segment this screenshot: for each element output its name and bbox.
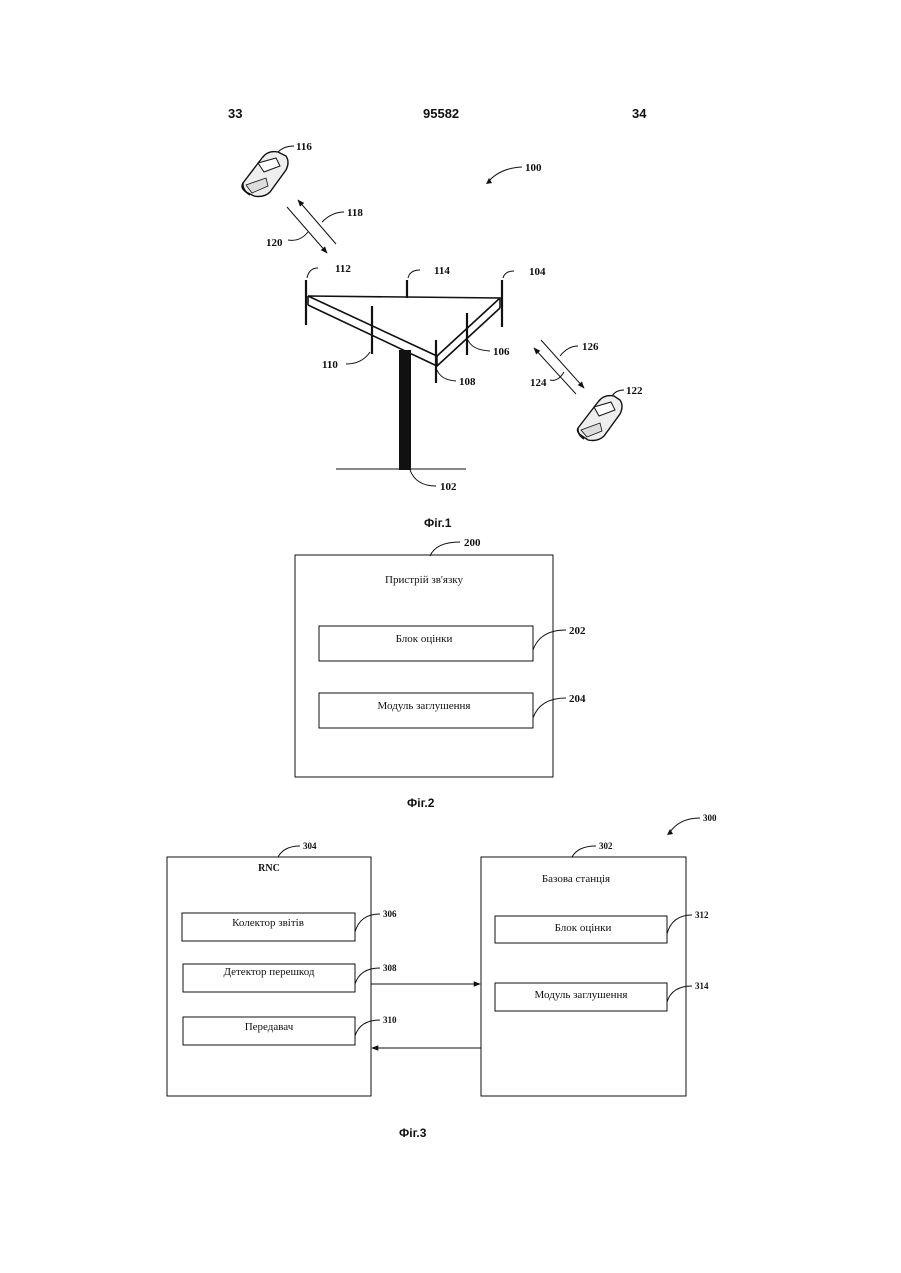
ref-leader-200 — [430, 542, 460, 556]
ref-leader-306 — [355, 914, 380, 932]
ref-leader-202 — [533, 630, 566, 650]
ref-306: 306 — [383, 909, 397, 919]
ref-126: 126 — [582, 341, 599, 353]
bs-estimation-block-label: Блок оцінки — [555, 922, 612, 934]
ref-leader-120 — [288, 232, 308, 240]
ref-110: 110 — [322, 359, 338, 371]
ref-116: 116 — [296, 141, 312, 153]
mobile-phone-116-icon — [242, 152, 288, 197]
ref-122: 122 — [626, 385, 643, 397]
ref-leader-310 — [355, 1020, 380, 1036]
uplink-arrow-118 — [298, 200, 336, 244]
ref-leader-314 — [667, 986, 692, 1002]
fig3-diagram: 300 304 RNC Колектор звітів 306 Детектор… — [167, 813, 717, 1140]
ref-120: 120 — [266, 237, 283, 249]
ref-108: 108 — [459, 376, 476, 388]
fig1-caption: Фіг.1 — [424, 516, 452, 530]
ref-leader-204 — [533, 698, 566, 718]
ref-leader-102 — [410, 470, 436, 486]
ref-leader-108 — [437, 370, 456, 381]
ref-114: 114 — [434, 265, 450, 277]
page-number-right: 34 — [632, 106, 647, 121]
page-number-left: 33 — [228, 106, 242, 121]
fig2-caption: Фіг.2 — [407, 796, 435, 810]
ref-124: 124 — [530, 377, 547, 389]
mobile-phone-122-icon — [578, 396, 623, 441]
fig2-diagram: 200 Пристрій зв'язку Блок оцінки 202 Мод… — [295, 537, 586, 810]
ref-leader-308 — [355, 968, 380, 984]
ref-308: 308 — [383, 963, 397, 973]
ref-leader-122 — [612, 390, 624, 396]
bs-suppression-module-label: Модуль заглушення — [535, 989, 628, 1001]
ref-302: 302 — [599, 841, 613, 851]
estimation-block-label: Блок оцінки — [396, 633, 453, 645]
base-station-box — [481, 857, 686, 1096]
interference-detector-label: Детектор перешкод — [223, 966, 314, 978]
ref-leader-312 — [667, 915, 692, 934]
ref-202: 202 — [569, 625, 586, 637]
ref-310: 310 — [383, 1015, 397, 1025]
ref-100: 100 — [525, 162, 542, 174]
ref-304: 304 — [303, 841, 317, 851]
ref-leader-110 — [346, 352, 370, 364]
ref-118: 118 — [347, 207, 363, 219]
downlink-arrow-124 — [541, 340, 584, 388]
ref-leader-112 — [307, 268, 318, 278]
ref-leader-114 — [408, 270, 420, 278]
rnc-title: RNC — [258, 863, 280, 874]
ref-106: 106 — [493, 346, 510, 358]
patent-number: 95582 — [423, 106, 459, 121]
transmitter-label: Передавач — [245, 1021, 294, 1033]
ref-leader-300 — [670, 818, 700, 832]
downlink-arrow-120 — [287, 207, 327, 253]
ref-leader-104 — [503, 271, 514, 278]
ref-200: 200 — [464, 537, 481, 549]
ref-300: 300 — [703, 813, 717, 823]
ref-314: 314 — [695, 981, 709, 991]
base-station-title: Базова станція — [542, 873, 610, 885]
ref-leader-106 — [468, 340, 490, 351]
ref-204: 204 — [569, 693, 586, 705]
ref-104: 104 — [529, 266, 546, 278]
tower-mast — [399, 350, 411, 470]
ref-leader-116 — [278, 146, 294, 152]
ref-102: 102 — [440, 481, 457, 493]
report-collector-label: Колектор звітів — [232, 917, 304, 929]
ref-leader-304 — [278, 846, 300, 857]
suppression-module-label: Модуль заглушення — [378, 700, 471, 712]
ref-leader-126 — [560, 346, 578, 356]
communication-device-box — [295, 555, 553, 777]
ref-312: 312 — [695, 910, 709, 920]
fig3-caption: Фіг.3 — [399, 1126, 427, 1140]
ref-leader-118 — [322, 212, 344, 222]
fig1-diagram: 100 116 118 120 — [242, 141, 643, 530]
ref-leader-302 — [572, 846, 596, 857]
communication-device-title: Пристрій зв'язку — [385, 574, 463, 586]
ref-leader-100 — [488, 167, 522, 182]
ref-112: 112 — [335, 263, 351, 275]
